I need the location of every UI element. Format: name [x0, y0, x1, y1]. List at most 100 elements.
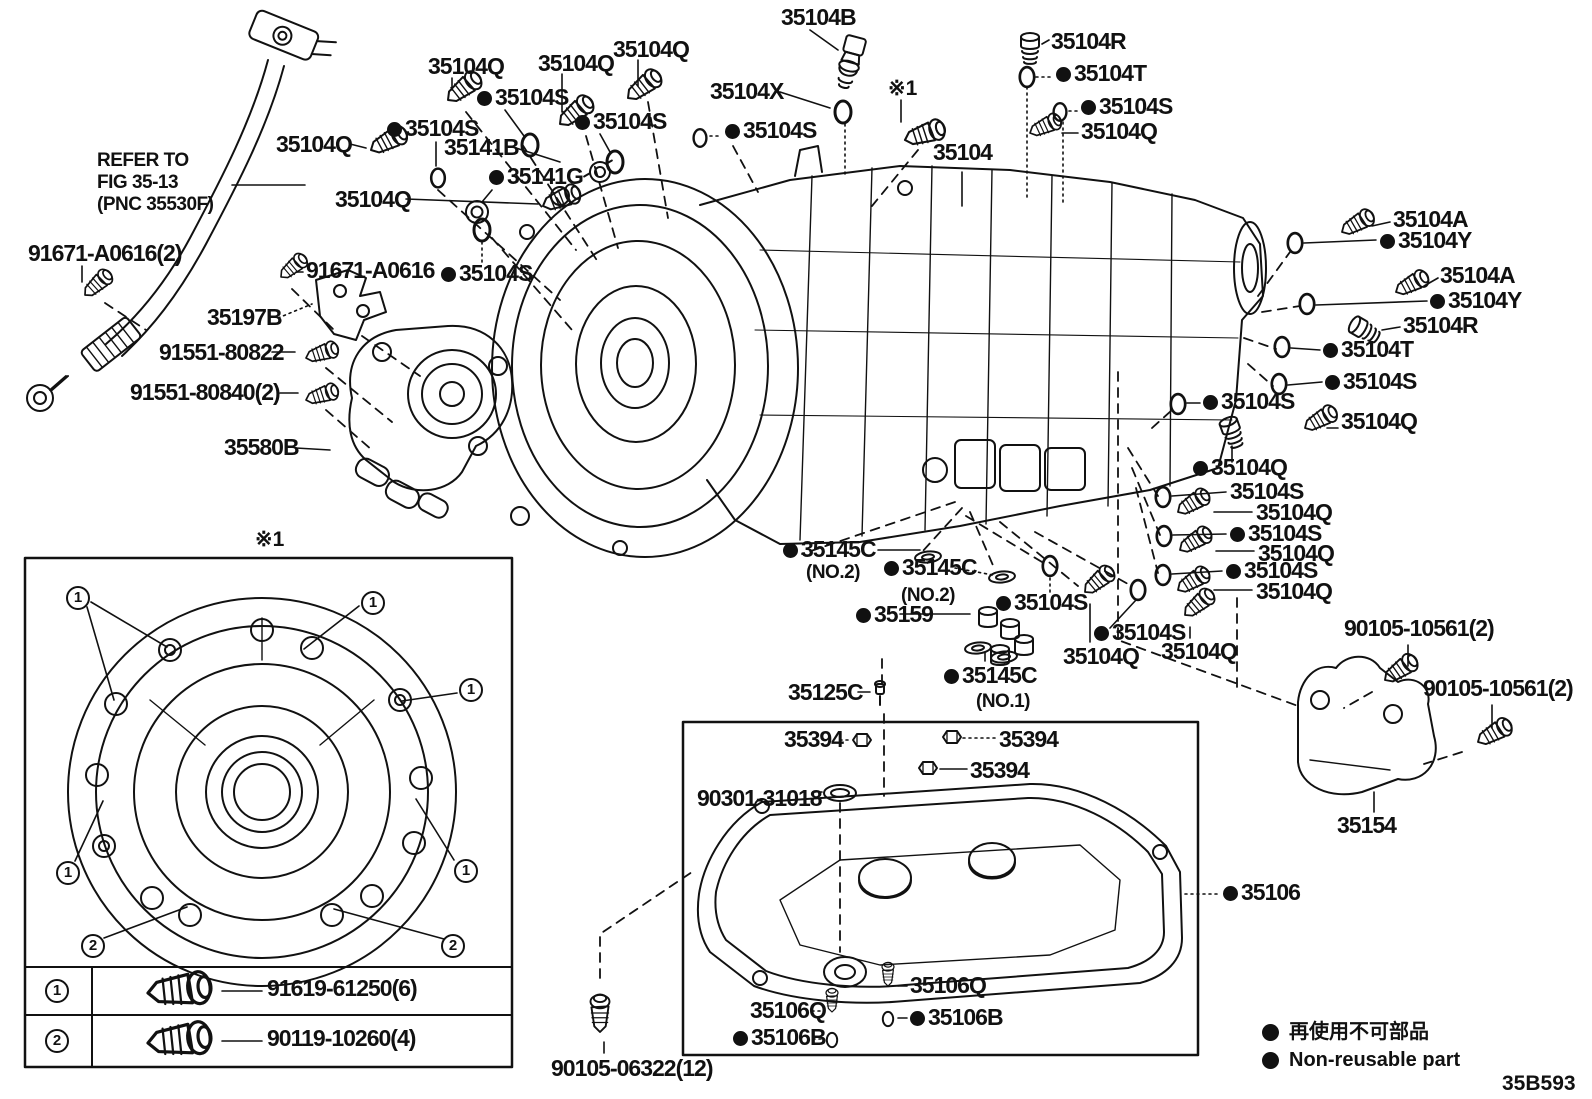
non-reusable-dot	[1094, 626, 1109, 641]
mount-35154-drawing	[1297, 655, 1437, 796]
accumulator-35159-icons	[978, 606, 1034, 666]
part-label: 35104X	[710, 78, 784, 104]
refer-note-line: (PNC 35530F)	[97, 193, 214, 215]
non-reusable-dot	[1323, 343, 1338, 358]
bracket-35197B-drawing	[315, 269, 387, 341]
part-label: 35104	[933, 139, 993, 165]
non-reusable-dot	[489, 170, 504, 185]
legend-row-en: Non-reusable part	[1262, 1050, 1460, 1070]
part-label: 35145C	[884, 556, 978, 579]
non-reusable-dot	[1230, 527, 1245, 542]
part-label: 35394	[784, 726, 844, 752]
legend-text-jp: 再使用不可部品	[1289, 1021, 1429, 1043]
part-label: 35104S	[1081, 95, 1173, 118]
non-reusable-dot	[575, 115, 590, 130]
part-label: 35125C	[788, 679, 864, 705]
part-label: 35580B	[224, 434, 300, 460]
non-reusable-dot	[1193, 461, 1208, 476]
legend-text-en: Non-reusable part	[1289, 1049, 1461, 1071]
transmission-drawing	[491, 145, 1267, 558]
part-label: 91671-A0616(2)	[28, 240, 183, 266]
part-icons	[78, 32, 1517, 1049]
part-label: 35104Q	[1341, 408, 1418, 434]
part-label: 35104A	[1440, 262, 1516, 288]
inset-oilpan-box	[681, 720, 1200, 1057]
part-label: 35197B	[207, 304, 283, 330]
part-label: 91619-61250(6)	[267, 975, 418, 1001]
non-reusable-dot	[1056, 67, 1071, 82]
part-label: 35104Q	[1193, 456, 1288, 479]
part-label: 35104Q	[1258, 540, 1335, 566]
refer-note: REFER TO FIG 35-13 (PNC 35530F)	[97, 150, 214, 216]
part-label: 35104S	[1230, 478, 1304, 504]
non-reusable-legend: 再使用不可部品 Non-reusable part	[1262, 1022, 1460, 1078]
part-label: 35145C	[944, 664, 1038, 687]
part-label: 35104Q	[1161, 638, 1238, 664]
part-label: 35104S	[1325, 370, 1417, 393]
non-reusable-dot	[783, 543, 798, 558]
circled-marker: 2	[81, 934, 105, 958]
refer-note-line: REFER TO	[97, 150, 189, 171]
non-reusable-dot	[441, 267, 456, 282]
circled-marker: 1	[56, 861, 80, 885]
circled-marker: 1	[66, 586, 90, 610]
non-reusable-dot	[725, 124, 740, 139]
non-reusable-dot	[733, 1031, 748, 1046]
non-reusable-dot	[884, 561, 899, 576]
part-label: 35104A	[1393, 206, 1469, 232]
circled-marker: 1	[45, 979, 69, 1003]
part-label: 90119-10260(4)	[267, 1025, 416, 1051]
part-label: 35104Q	[335, 186, 412, 212]
non-reusable-dot	[910, 1011, 925, 1026]
union-35141B-icon	[583, 159, 613, 183]
circled-marker: 1	[459, 678, 483, 702]
part-label: 35145C	[783, 538, 877, 561]
part-label: 35104Y	[1380, 229, 1472, 252]
part-label: 35394	[999, 726, 1059, 752]
non-reusable-dot	[1262, 1051, 1279, 1069]
part-label: 35141B	[444, 134, 520, 160]
part-label: 91551-80840(2)	[130, 379, 281, 405]
part-label: 35104Q	[1256, 499, 1333, 525]
part-label: 91671-A0616	[306, 257, 435, 283]
refer-note-line: FIG 35-13	[97, 171, 179, 193]
non-reusable-dot	[1380, 234, 1395, 249]
part-label: 35141G	[489, 165, 584, 188]
valve-35125C-icon	[874, 680, 886, 706]
non-reusable-dot	[1226, 564, 1241, 579]
circled-marker: 2	[441, 934, 465, 958]
inset-bellhousing-box	[23, 556, 514, 1069]
non-reusable-dot	[1430, 294, 1445, 309]
part-label: 35104S	[1203, 390, 1295, 413]
part-label: 90105-06322(12)	[551, 1055, 713, 1081]
non-reusable-dot	[996, 596, 1011, 611]
non-reusable-dot	[1223, 886, 1238, 901]
non-reusable-dot	[856, 608, 871, 623]
non-reusable-dot	[1081, 100, 1096, 115]
non-reusable-dot	[1325, 375, 1340, 390]
part-label: 35104S	[477, 86, 569, 109]
part-label: ※1	[255, 528, 285, 551]
part-label: 91551-80822	[159, 339, 285, 365]
part-label: 35394	[970, 757, 1030, 783]
part-label: 35104Q	[613, 36, 690, 62]
part-label: 35106B	[733, 1026, 827, 1049]
part-label: 35104T	[1323, 338, 1414, 361]
bolt-holes	[85, 618, 433, 927]
circled-marker: 1	[361, 591, 385, 615]
figure-code: 35B593	[1502, 1072, 1576, 1095]
part-label: (NO.1)	[976, 691, 1031, 712]
part-label: 90301-31018	[697, 785, 823, 811]
sensor-35104B-icon	[837, 34, 867, 89]
part-label: 35106Q	[750, 997, 827, 1023]
part-label: 35104S	[996, 591, 1088, 614]
part-label: 35104S	[575, 110, 667, 133]
legend-row-jp: 再使用不可部品	[1262, 1022, 1460, 1042]
circled-marker: 1	[454, 859, 478, 883]
part-label: 35104S	[1226, 559, 1318, 582]
leader-lines	[81, 29, 1493, 1054]
part-label: 35104S	[1094, 621, 1186, 644]
shift-cable-drawing	[26, 9, 337, 412]
